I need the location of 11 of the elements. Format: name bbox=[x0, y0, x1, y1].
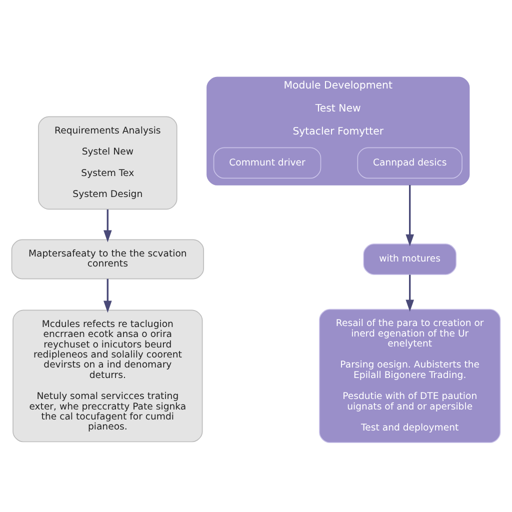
node-box: Maptersafeaty to the the scvation conrents bbox=[11, 238, 204, 279]
arrow bbox=[406, 274, 414, 312]
node-box: Mcdules refects re taclugion encrraen ecotk ansa o orira reychuset o inicutors beurd redipleneos and solalily coorent devirsts on a ind denomary deturrs. Netuly somal servicces trating exter, whe preccratty Pate signka the cal tocufagent for cumdi pianeos. bbox=[12, 309, 203, 442]
node-box: Resail of the para to creation or inerd egenation of the Ur enelytent Parsing oesign. Aubisterts the Epilall Bigonere Trading. Pesdutie with of DTE paution uignats of and or apersible Test and deployment bbox=[319, 308, 501, 443]
node-box: Communt driver bbox=[213, 146, 322, 178]
arrow bbox=[104, 208, 112, 242]
node-box: Requirements Analysis Systel New System Tex System Design bbox=[38, 116, 178, 210]
arrow bbox=[104, 278, 112, 312]
arrow bbox=[406, 184, 414, 246]
node-box: Cannpad desics bbox=[357, 146, 462, 178]
node-box: with motures bbox=[363, 243, 457, 274]
